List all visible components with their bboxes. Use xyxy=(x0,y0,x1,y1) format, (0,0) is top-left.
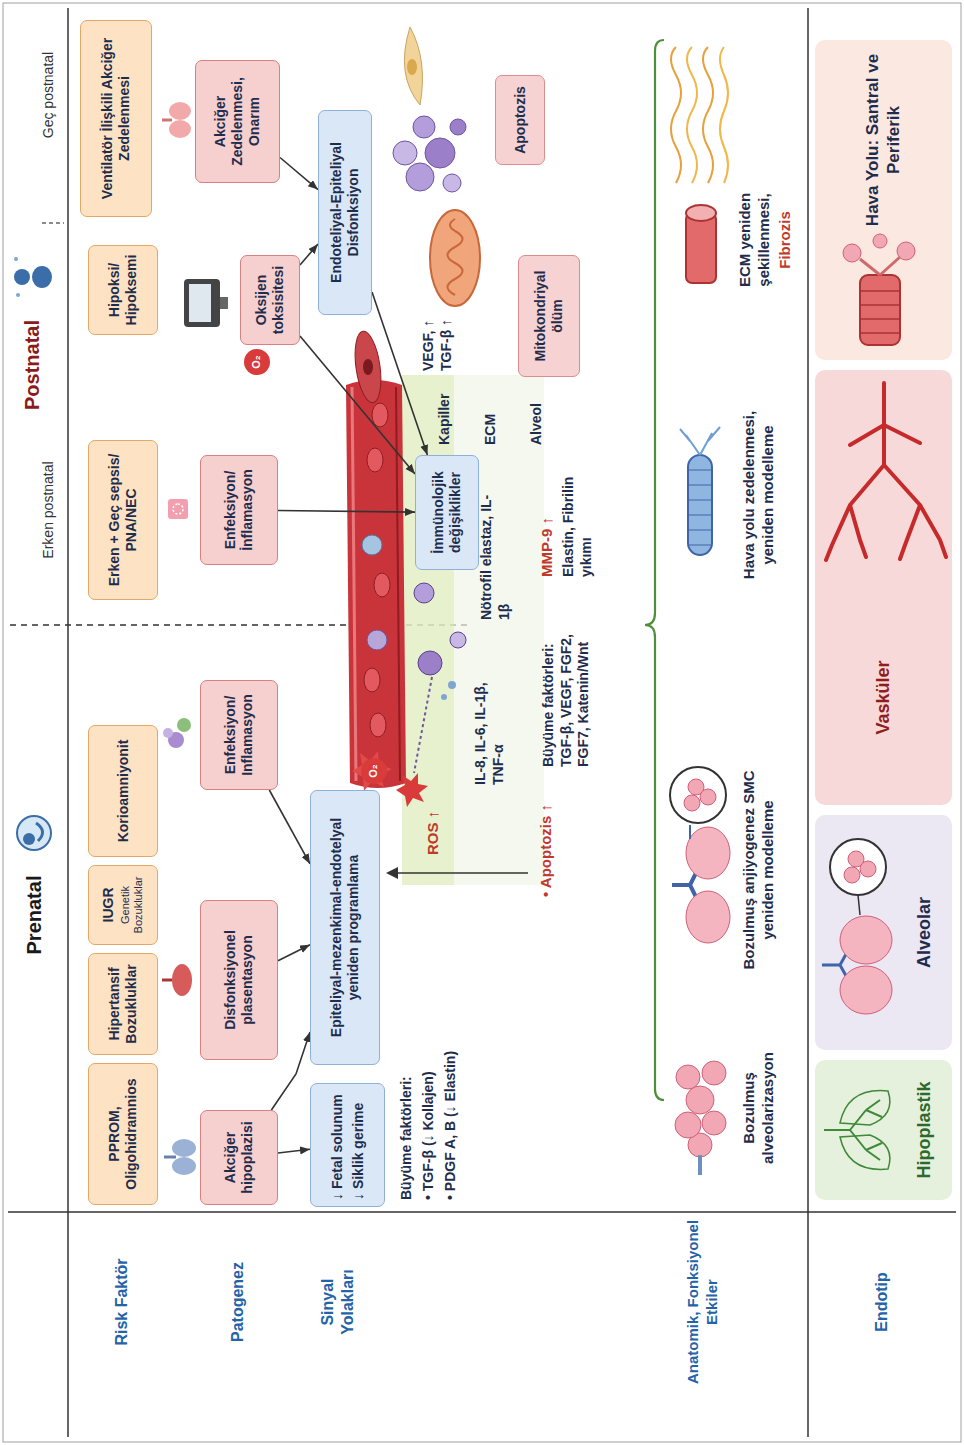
risk-factor-box: Korioamniyonit xyxy=(88,725,158,857)
oxygen-badge: O₂ xyxy=(244,349,270,375)
risk-factor-box: Hipertansif Bozukluklar xyxy=(88,953,158,1055)
neutrophil-note: Nötrofil elastaz, IL-1β xyxy=(478,490,513,620)
row-label: Patogenez xyxy=(228,1217,248,1387)
pathogenesis-box: Enfeksiyon/ İnflamasyon xyxy=(200,455,278,565)
elastin-note: Elastin, Fibrilin yıkımı xyxy=(560,455,595,577)
effect-label: Bozulmuş alveolarizasyon xyxy=(740,1033,778,1183)
connector-arrow xyxy=(278,945,310,961)
row-label: Risk Faktör xyxy=(112,1217,132,1387)
node-text: Hipoksi/ Hipoksemi xyxy=(106,252,140,328)
signal-box: Endoteliyal-Epiteliyal Disfonksiyon xyxy=(318,110,372,315)
effect-label: Hava yolu zedelenmesi, yeniden modelleme xyxy=(740,385,778,605)
node-text: ↓ Fetal solunum xyxy=(329,1094,346,1200)
apoptosis-note: • Apoptozis ↑ xyxy=(537,775,556,897)
pathogenesis-box: Enfeksiyon/ Inflamasyon xyxy=(200,680,278,790)
endotype-panel: Hipoplastik xyxy=(815,1060,952,1200)
vegf-note: VEGF, ↑ TGF-β ↑ xyxy=(420,305,455,371)
layer-label: Alveol xyxy=(528,383,546,445)
connector-arrow xyxy=(372,292,427,455)
node-text: Hipertansif Bozukluklar xyxy=(106,960,140,1048)
connector-arrow xyxy=(278,1149,310,1153)
cytokine-note: IL-8, IL-6, IL-1β, TNF-α xyxy=(472,677,507,785)
growth-factor-note: Büyüme faktörleri: xyxy=(398,1000,416,1200)
node-text: Hava Yolu: Santral ve Periferik xyxy=(863,50,904,230)
pathogenesis-box: Oksijen toksisitesi xyxy=(240,255,300,345)
connector-arrow xyxy=(300,244,318,265)
node-text: Korioamniyonit xyxy=(115,740,132,843)
row-label: Sinyal Yolakları xyxy=(318,1247,358,1357)
node-text: Hipoplastik xyxy=(914,1082,936,1179)
period-header: Postnatal xyxy=(20,300,45,430)
node-text: IUGR xyxy=(100,888,117,923)
growth-factor-note: • TGF-β (↓ Kollajen) xyxy=(420,1000,438,1200)
cell-event-box: Mitokondriyal ölüm xyxy=(518,255,580,377)
row-label: Anatomik, Fonksiyonel Etkiler xyxy=(684,1217,722,1387)
node-text: Alveolar xyxy=(914,897,936,968)
node-text: Apoptozis xyxy=(512,86,529,154)
node-text: Disfonksiyonel plasentasyon xyxy=(222,907,256,1053)
connector-arrow xyxy=(269,790,310,864)
node-text: Oksijen toksisitesi xyxy=(253,262,287,338)
endotype-panel: Alveolar xyxy=(815,815,952,1050)
oxygen-badge: O₂ xyxy=(361,758,387,784)
node-text: Ventilatör İlişkili Akciğer Zedelenmesi xyxy=(99,27,133,210)
node-text: Enfeksiyon/ İnflamasyon xyxy=(222,462,256,558)
signal-box: İmmünolojik değişiklikler xyxy=(415,455,479,570)
frame-lines xyxy=(3,3,961,1442)
row-label: Endotip xyxy=(872,1217,892,1387)
mmp-note: MMP-9 ↑ xyxy=(538,487,557,577)
connector-arrow xyxy=(278,511,415,513)
node-subtext: ↓ Siklik gerime xyxy=(350,1103,367,1200)
endotype-panel: Hava Yolu: Santral ve Periferik xyxy=(815,40,952,360)
node-subtext: Genetik Bozukluklar xyxy=(119,872,145,938)
risk-factor-box: PPROM, Oligohidramnios xyxy=(88,1063,158,1205)
pathogenesis-box: Disfonksiyonel plasentasyon xyxy=(200,900,278,1060)
endotype-panel: Vasküler xyxy=(815,370,952,805)
node-text: Epiteliyal-mezenkimal-endotelyal yeniden… xyxy=(328,797,362,1058)
node-text: Vasküler xyxy=(873,660,895,734)
effect-label: ECM yeniden şekillenmesi, xyxy=(736,175,774,305)
node-text: Akciğer hipoplazisi xyxy=(222,1117,256,1198)
growth-factor-note: • PDGF A, B (↓ Elastin) xyxy=(442,1000,460,1200)
connector-arrow xyxy=(300,336,415,474)
ros-note: ROS ↑ xyxy=(424,793,443,855)
risk-factor-box: Erken + Geç sepsis/ PNA/NEC xyxy=(88,440,158,600)
node-text: Akciğer Zedelenmesi, Onarım xyxy=(212,67,262,176)
risk-factor-box: IUGRGenetik Bozukluklar xyxy=(88,865,158,945)
period-subheader: Erken postnatal xyxy=(40,440,58,580)
node-text: Mitokondriyal ölüm xyxy=(532,262,566,370)
risk-factor-box: Ventilatör İlişkili Akciğer Zedelenmesi xyxy=(80,20,152,217)
period-subheader: Geç postnatal xyxy=(40,30,58,160)
signal-box: Epiteliyal-mezenkimal-endotelyal yeniden… xyxy=(310,790,380,1065)
layer-label: Kapiller xyxy=(436,379,454,445)
anatomy-illustrations xyxy=(670,47,730,1175)
signal-box: ↓ Fetal solunum↓ Siklik gerime xyxy=(310,1083,385,1207)
node-text: İmmünolojik değişiklikler xyxy=(430,462,464,563)
effect-label: Bozulmuş anjiyogenez SMC yeniden modelle… xyxy=(740,750,778,990)
growth-factor-note: Büyüme faktörleri: TGF-β, VEGF, FGF2, FG… xyxy=(540,622,593,767)
risk-factor-box: Hipoksi/ Hipoksemi xyxy=(88,245,158,335)
node-text: PPROM, Oligohidramnios xyxy=(106,1070,140,1198)
endotype-panels xyxy=(815,40,952,1200)
node-text: Enfeksiyon/ Inflamasyon xyxy=(222,687,256,783)
pathogenesis-box: Akciğer Zedelenmesi, Onarım xyxy=(195,60,280,183)
connector-arrow xyxy=(280,158,318,190)
period-header: Prenatal xyxy=(22,855,47,975)
fibrosis-label: Fibrozis xyxy=(776,175,795,305)
node-text: Erken + Geç sepsis/ PNA/NEC xyxy=(106,447,140,593)
cell-event-box: Apoptozis xyxy=(495,75,545,165)
pathogenesis-box: Akciğer hipoplazisi xyxy=(200,1110,278,1205)
node-text: Endoteliyal-Epiteliyal Disfonksiyon xyxy=(328,117,362,308)
layer-label: ECM xyxy=(482,379,500,445)
green-brace xyxy=(645,40,664,1100)
